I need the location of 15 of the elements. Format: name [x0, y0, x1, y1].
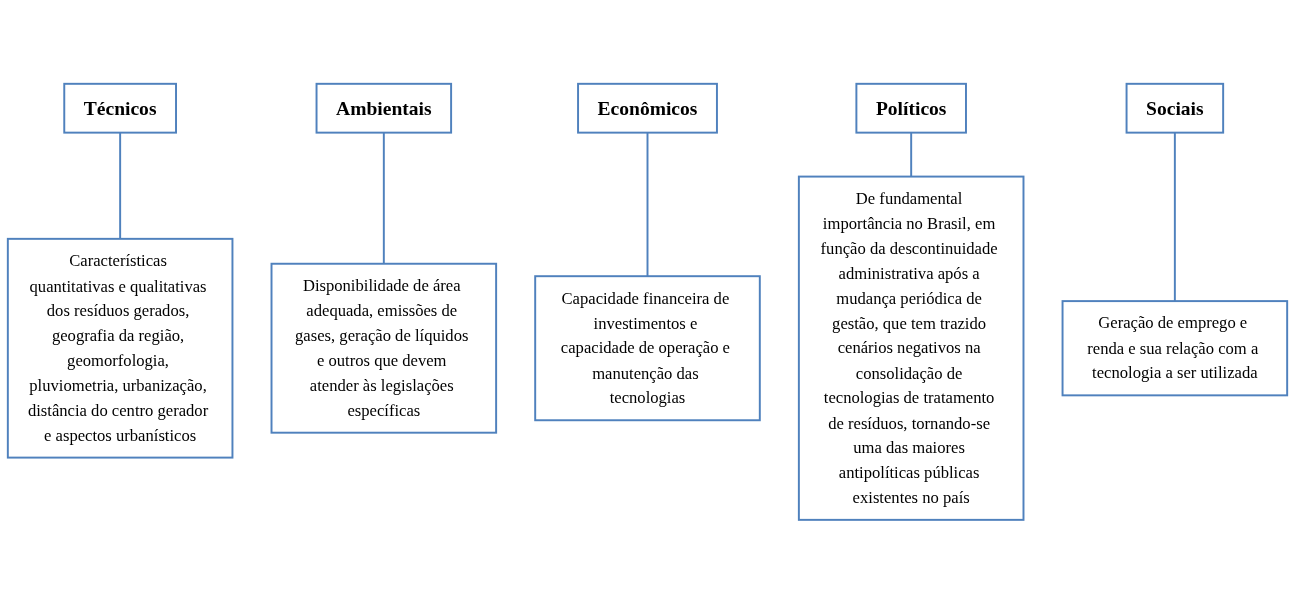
node-box: Capacidade financeira de investimentos e capacidade de operação e manutenção das tecnologias — [534, 274, 761, 421]
node-box: Técnicos — [63, 82, 177, 134]
node-box: De fundamental importância no Brasil, em função da descontinuidade administrativa após a mudança periódica de gestão, que tem trazido cenários negativos na consolidação de tecnologias de tratamento de resíduos, tornando-se uma das maiores antipolíticas públicas existentes no país — [797, 175, 1025, 521]
node-box: Características quantitativas e qualitativas dos resíduos gerados, geografia da região, geomorfologia, pluviometria, urbanização, distância do centro gerador e aspectos urbanísticos — [6, 237, 234, 459]
node-box: Ambientais — [315, 82, 453, 134]
connector — [119, 131, 122, 240]
node-box: Disponibilidade de área adequada, emissões de gases, geração de líquidos e outros que devem atender às legislações específicas — [270, 262, 498, 434]
connector — [646, 131, 649, 277]
node-box: Políticos — [855, 82, 967, 134]
node-box: Sociais — [1125, 82, 1225, 134]
node-box: Econômicos — [577, 82, 718, 134]
connector — [1173, 131, 1176, 302]
connector — [382, 131, 385, 265]
node-box: Geração de emprego e renda e sua relação com a tecnologia a ser utilizada — [1061, 299, 1289, 396]
connector — [910, 131, 913, 178]
